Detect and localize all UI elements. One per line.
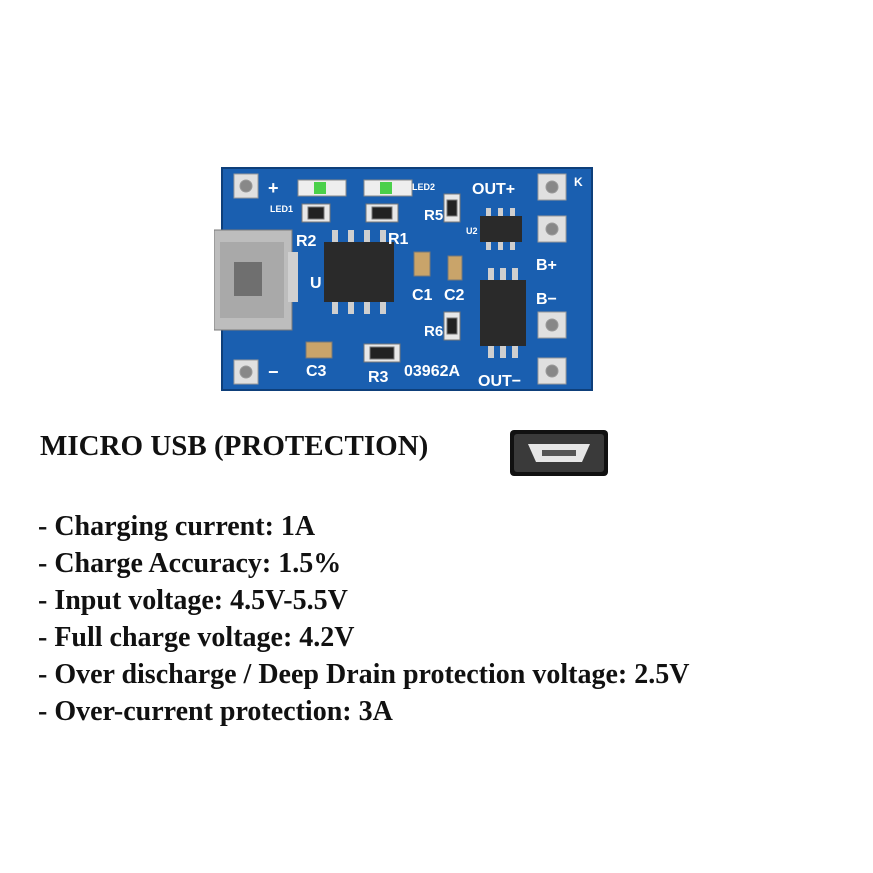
capacitors <box>305 251 463 359</box>
r6-label: R6 <box>424 323 443 340</box>
c1-label: C1 <box>412 287 433 304</box>
k-label: K <box>574 175 583 189</box>
led1-label: LED1 <box>270 204 293 214</box>
charger-ic <box>324 230 394 314</box>
u-label: U <box>310 275 322 292</box>
silkscreen-labels: + − LED1 LED2 R2 R1 U C1 C2 C3 R3 03962A… <box>268 175 583 390</box>
u2-label: U2 <box>466 226 478 236</box>
spec-item: - Over discharge / Deep Drain protection… <box>38 659 690 690</box>
out-minus-label: OUT− <box>478 373 521 390</box>
spec-list: - Charging current: 1A - Charge Accuracy… <box>38 508 689 730</box>
pcb-module-photo: + − LED1 LED2 R2 R1 U C1 C2 C3 R3 03962A… <box>214 167 593 391</box>
b-minus-label: B− <box>536 291 557 308</box>
solder-pads <box>233 173 567 385</box>
plus-label: + <box>268 178 279 198</box>
protection-ic-u2 <box>480 208 522 250</box>
r2-label: R2 <box>296 233 317 250</box>
micro-usb-port-icon <box>510 430 608 476</box>
spec-item: - Full charge voltage: 4.2V <box>38 622 355 653</box>
minus-label: − <box>268 362 279 382</box>
c3-label: C3 <box>306 363 327 380</box>
mosfet-ic <box>480 268 526 358</box>
r5-label: R5 <box>424 207 443 224</box>
serial-label: 03962A <box>404 363 460 380</box>
out-plus-label: OUT+ <box>472 181 515 198</box>
leds <box>297 179 413 197</box>
c2-label: C2 <box>444 287 465 304</box>
r1-label: R1 <box>388 231 409 248</box>
r3-label: R3 <box>368 369 389 386</box>
resistors <box>301 193 461 363</box>
product-title: MICRO USB (PROTECTION) <box>40 430 429 462</box>
micro-usb-connector <box>214 229 298 331</box>
spec-item: - Charge Accuracy: 1.5% <box>38 548 342 579</box>
led2-label: LED2 <box>412 182 435 192</box>
spec-item: - Over-current protection: 3A <box>38 696 393 727</box>
b-plus-label: B+ <box>536 257 557 274</box>
spec-item: - Input voltage: 4.5V-5.5V <box>38 585 348 616</box>
spec-item: - Charging current: 1A <box>38 511 316 542</box>
